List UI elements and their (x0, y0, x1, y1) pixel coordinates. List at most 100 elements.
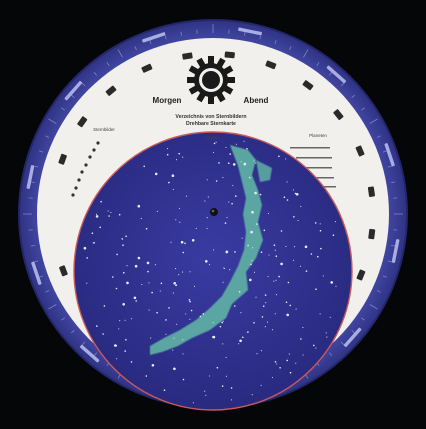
sun-ray (226, 77, 235, 83)
star (286, 359, 289, 362)
star (300, 205, 302, 207)
milky-way (150, 145, 263, 355)
star (86, 257, 88, 259)
star (125, 339, 127, 341)
scale-dot (74, 186, 78, 190)
star (181, 271, 184, 273)
ring-tick (329, 352, 333, 356)
star (275, 255, 278, 257)
star (93, 242, 95, 244)
star (246, 148, 248, 150)
star (114, 344, 117, 347)
star (205, 394, 207, 396)
star (218, 162, 220, 164)
star (166, 153, 169, 156)
ring-tick (39, 150, 44, 153)
ring-tick (329, 72, 333, 76)
ring-tick (340, 341, 345, 346)
hour-mark (182, 52, 193, 60)
star (175, 268, 177, 270)
star (182, 353, 184, 355)
star (228, 162, 230, 164)
star (179, 221, 181, 223)
star (319, 229, 322, 232)
star (248, 176, 251, 179)
star (206, 179, 208, 181)
star (102, 333, 104, 335)
heading-line-1: Verzeichnis von Sternbildern (175, 114, 246, 120)
star (159, 290, 161, 292)
star (249, 278, 252, 282)
star (253, 271, 256, 273)
star (274, 249, 276, 251)
star (118, 213, 121, 216)
star (326, 336, 328, 338)
morning-label: Morgen (153, 96, 182, 105)
star (332, 234, 335, 236)
star (175, 219, 177, 221)
ring-tick (340, 82, 345, 87)
star (279, 367, 281, 369)
ring-tick (149, 40, 152, 45)
star (168, 181, 170, 184)
scale-dot (77, 178, 81, 182)
star (172, 188, 174, 190)
month-label-mark (326, 65, 347, 84)
ring-tick (48, 118, 57, 124)
star (253, 322, 255, 324)
hour-mark (265, 60, 277, 70)
star (251, 259, 253, 261)
star (222, 343, 224, 345)
star (172, 292, 174, 294)
ring-tick (361, 107, 365, 111)
star (163, 389, 166, 392)
star (126, 265, 128, 267)
ring-tick (34, 260, 39, 263)
star (212, 322, 214, 324)
star (171, 174, 175, 177)
star (206, 227, 208, 229)
star (276, 294, 278, 296)
star (247, 331, 249, 333)
star (122, 303, 125, 306)
star (256, 223, 258, 225)
evening-label: Abend (244, 96, 269, 105)
star (229, 153, 231, 155)
star (285, 158, 287, 160)
stars (83, 140, 337, 404)
star (275, 279, 277, 281)
star (297, 219, 299, 222)
star (130, 318, 132, 320)
star (259, 193, 262, 196)
star (156, 311, 158, 314)
star (264, 294, 267, 296)
star (286, 181, 288, 183)
star (255, 296, 257, 298)
star (206, 217, 208, 219)
star (222, 281, 224, 283)
month-label-mark (238, 27, 262, 36)
month-label-mark (79, 344, 100, 363)
star (140, 218, 142, 220)
star (186, 195, 188, 197)
celestial-pole-rivet (210, 208, 218, 216)
star (295, 308, 297, 310)
star (215, 141, 217, 143)
star (231, 202, 233, 205)
star (240, 161, 242, 163)
ring-tick (289, 46, 292, 51)
ring-tick (351, 330, 355, 334)
star (137, 256, 141, 260)
star (239, 339, 242, 343)
star (271, 376, 273, 379)
star (262, 305, 265, 308)
ring-tick (351, 94, 355, 98)
star (123, 271, 125, 274)
star (330, 281, 334, 284)
ring-tick (34, 165, 39, 168)
star (319, 313, 321, 315)
star (260, 384, 262, 386)
sun-ray (208, 56, 214, 65)
heading-line-2: Drehbare Sternkarte (186, 121, 236, 127)
